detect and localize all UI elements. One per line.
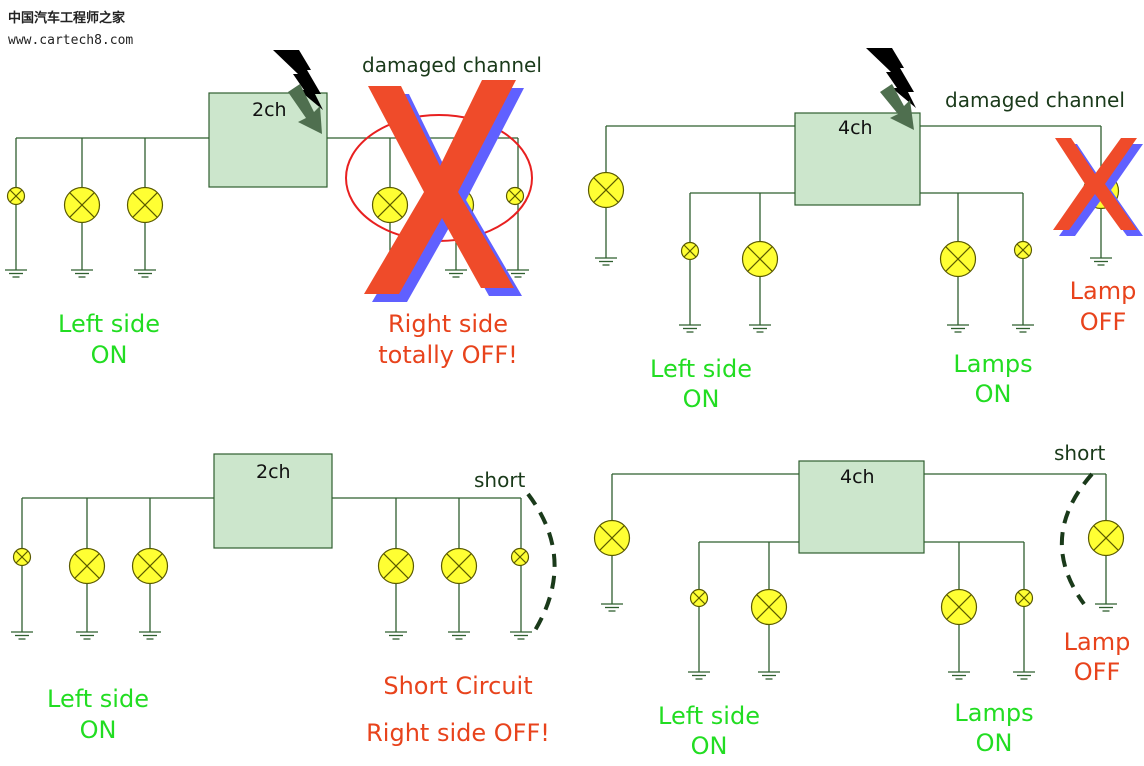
status-left-line2: ON bbox=[80, 716, 117, 744]
lamp-left bbox=[126, 186, 164, 224]
status-left-line2: ON bbox=[91, 341, 128, 369]
arrow-icon bbox=[288, 84, 322, 134]
module-label: 4ch bbox=[840, 466, 875, 488]
lamp-left bbox=[131, 547, 169, 585]
ground-symbol bbox=[757, 671, 781, 680]
lamp-right bbox=[377, 547, 415, 585]
lamp-right bbox=[371, 186, 409, 224]
lamp-left bbox=[68, 547, 106, 585]
watermark-title: 中国汽车工程师之家 bbox=[8, 10, 126, 26]
arrow-icon bbox=[880, 84, 914, 130]
status-right-line2: OFF bbox=[1074, 658, 1121, 686]
ground-symbol bbox=[678, 324, 702, 333]
status-middle-line2: ON bbox=[975, 380, 1012, 408]
status-left-line1: Left side bbox=[658, 702, 760, 730]
lamp-small-right bbox=[1013, 240, 1033, 260]
ground-symbol bbox=[75, 631, 99, 640]
ground-symbol bbox=[1094, 603, 1118, 612]
module-box bbox=[213, 453, 333, 549]
ground-symbol bbox=[1011, 324, 1035, 333]
status-right-line1: Short Circuit bbox=[383, 672, 532, 700]
cross-icon bbox=[364, 80, 524, 302]
ground-symbol bbox=[748, 324, 772, 333]
status-right-line1: Lamp bbox=[1070, 277, 1137, 305]
annotation-damaged-channel: damaged channel bbox=[945, 88, 1125, 112]
annotation-short: short bbox=[474, 468, 526, 492]
short-circuit-dash bbox=[526, 492, 557, 634]
lamp-left bbox=[63, 186, 101, 224]
ground-symbol bbox=[447, 631, 471, 640]
ground-symbol bbox=[138, 631, 162, 640]
ground-symbol bbox=[1012, 671, 1036, 680]
lamp-left bbox=[741, 240, 779, 278]
status-right-line1: Lamp bbox=[1064, 628, 1131, 656]
lamp-left bbox=[750, 588, 788, 626]
cross-icon bbox=[1053, 138, 1143, 236]
status-left-line1: Left side bbox=[58, 310, 160, 338]
ground-symbol bbox=[947, 671, 971, 680]
lamp-small-left bbox=[6, 186, 26, 206]
status-middle-line2: ON bbox=[976, 729, 1013, 757]
status-right-line2: OFF bbox=[1080, 308, 1127, 336]
ground-symbol bbox=[946, 324, 970, 333]
lamp-right bbox=[440, 547, 478, 585]
lamp-small-right bbox=[1014, 588, 1034, 608]
ground-symbol bbox=[70, 269, 94, 278]
ground-symbol bbox=[133, 269, 157, 278]
lamp-small-left bbox=[689, 588, 709, 608]
annotation-short: short bbox=[1054, 441, 1106, 465]
panel-bottom-right: 4ch short Left side ON Lamps ON Lamp OFF bbox=[593, 441, 1131, 760]
ground-symbol bbox=[594, 257, 618, 266]
status-right-line2: Right side OFF! bbox=[366, 719, 550, 747]
status-middle-line1: Lamps bbox=[954, 699, 1033, 727]
status-left-line1: Left side bbox=[47, 685, 149, 713]
lamp-right bbox=[940, 588, 978, 626]
status-right-line1: Right side bbox=[388, 310, 508, 338]
panel-top-right: 4ch damaged channel Left side ON Lamps O… bbox=[587, 48, 1143, 413]
lamp-small-left bbox=[680, 241, 700, 261]
module-box bbox=[794, 112, 921, 206]
ground-symbol bbox=[600, 603, 624, 612]
status-right-line2: totally OFF! bbox=[378, 341, 518, 369]
watermark-url: www.cartech8.com bbox=[8, 33, 133, 48]
lamp-right bbox=[939, 240, 977, 278]
lamp-small-right bbox=[505, 186, 525, 206]
panel-top-left: 2ch damaged channel Left side ON Right s… bbox=[4, 50, 542, 369]
status-left-line2: ON bbox=[691, 732, 728, 760]
lamp-left-outer bbox=[587, 171, 625, 209]
status-left-line2: ON bbox=[683, 385, 720, 413]
status-left-line1: Left side bbox=[650, 355, 752, 383]
panel-bottom-left: 2ch short Left side ON Short Circuit Rig… bbox=[10, 453, 557, 747]
annotation-damaged-channel: damaged channel bbox=[362, 53, 542, 77]
ground-symbol bbox=[687, 671, 711, 680]
short-circuit-dash bbox=[1059, 472, 1094, 606]
lamp-small-right bbox=[510, 547, 530, 567]
lamp-small-left bbox=[12, 547, 32, 567]
status-middle-line1: Lamps bbox=[953, 350, 1032, 378]
ground-symbol bbox=[10, 631, 34, 640]
ground-symbol bbox=[509, 631, 533, 640]
module-box bbox=[798, 460, 925, 554]
lamp-right-outer bbox=[1087, 519, 1125, 557]
ground-symbol bbox=[444, 269, 468, 278]
ground-symbol bbox=[4, 269, 28, 278]
ground-symbol bbox=[384, 631, 408, 640]
module-label: 2ch bbox=[252, 99, 287, 121]
module-label: 2ch bbox=[256, 461, 291, 483]
module-label: 4ch bbox=[838, 117, 873, 139]
ground-symbol bbox=[1089, 257, 1113, 266]
lamp-left-outer bbox=[593, 519, 631, 557]
